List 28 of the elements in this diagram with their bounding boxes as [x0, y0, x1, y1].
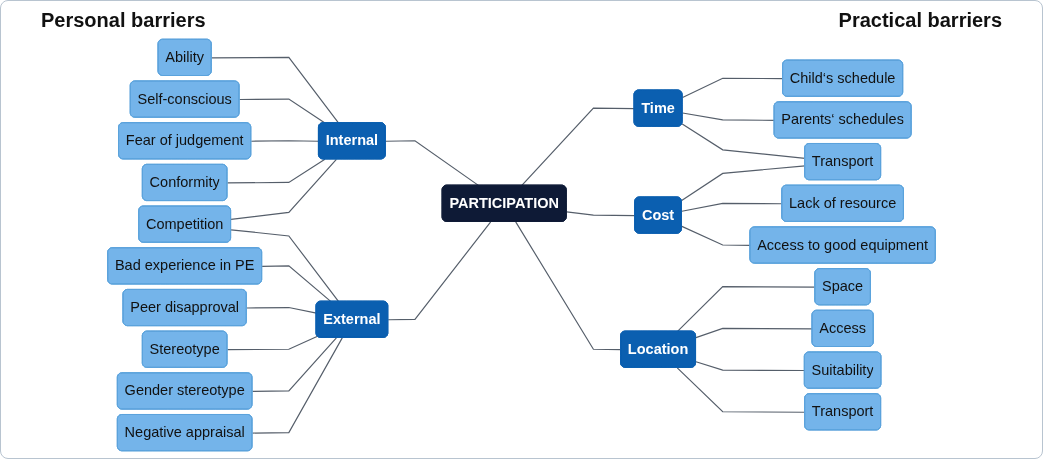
connector	[681, 123, 806, 159]
connector	[230, 158, 337, 220]
connector	[566, 211, 636, 217]
connector	[385, 140, 480, 187]
connector	[261, 265, 332, 303]
connector	[515, 221, 622, 351]
connector	[246, 306, 318, 314]
connector	[250, 140, 320, 142]
connector	[226, 158, 326, 184]
connector	[682, 77, 784, 99]
connector	[682, 112, 776, 121]
column-heading: Practical barriers	[838, 9, 1002, 32]
connector	[211, 56, 340, 124]
connector	[230, 229, 340, 303]
connector	[251, 337, 343, 434]
connector	[695, 361, 806, 372]
connector	[676, 286, 816, 333]
connector	[681, 165, 806, 202]
connector	[681, 225, 751, 247]
connector	[251, 337, 337, 392]
connector	[695, 327, 814, 339]
connector	[521, 107, 636, 187]
connector	[238, 98, 326, 124]
connector	[226, 335, 319, 351]
connector	[681, 202, 783, 212]
column-heading: Personal barriers	[41, 9, 206, 32]
connector	[676, 367, 806, 413]
connector	[387, 221, 492, 321]
